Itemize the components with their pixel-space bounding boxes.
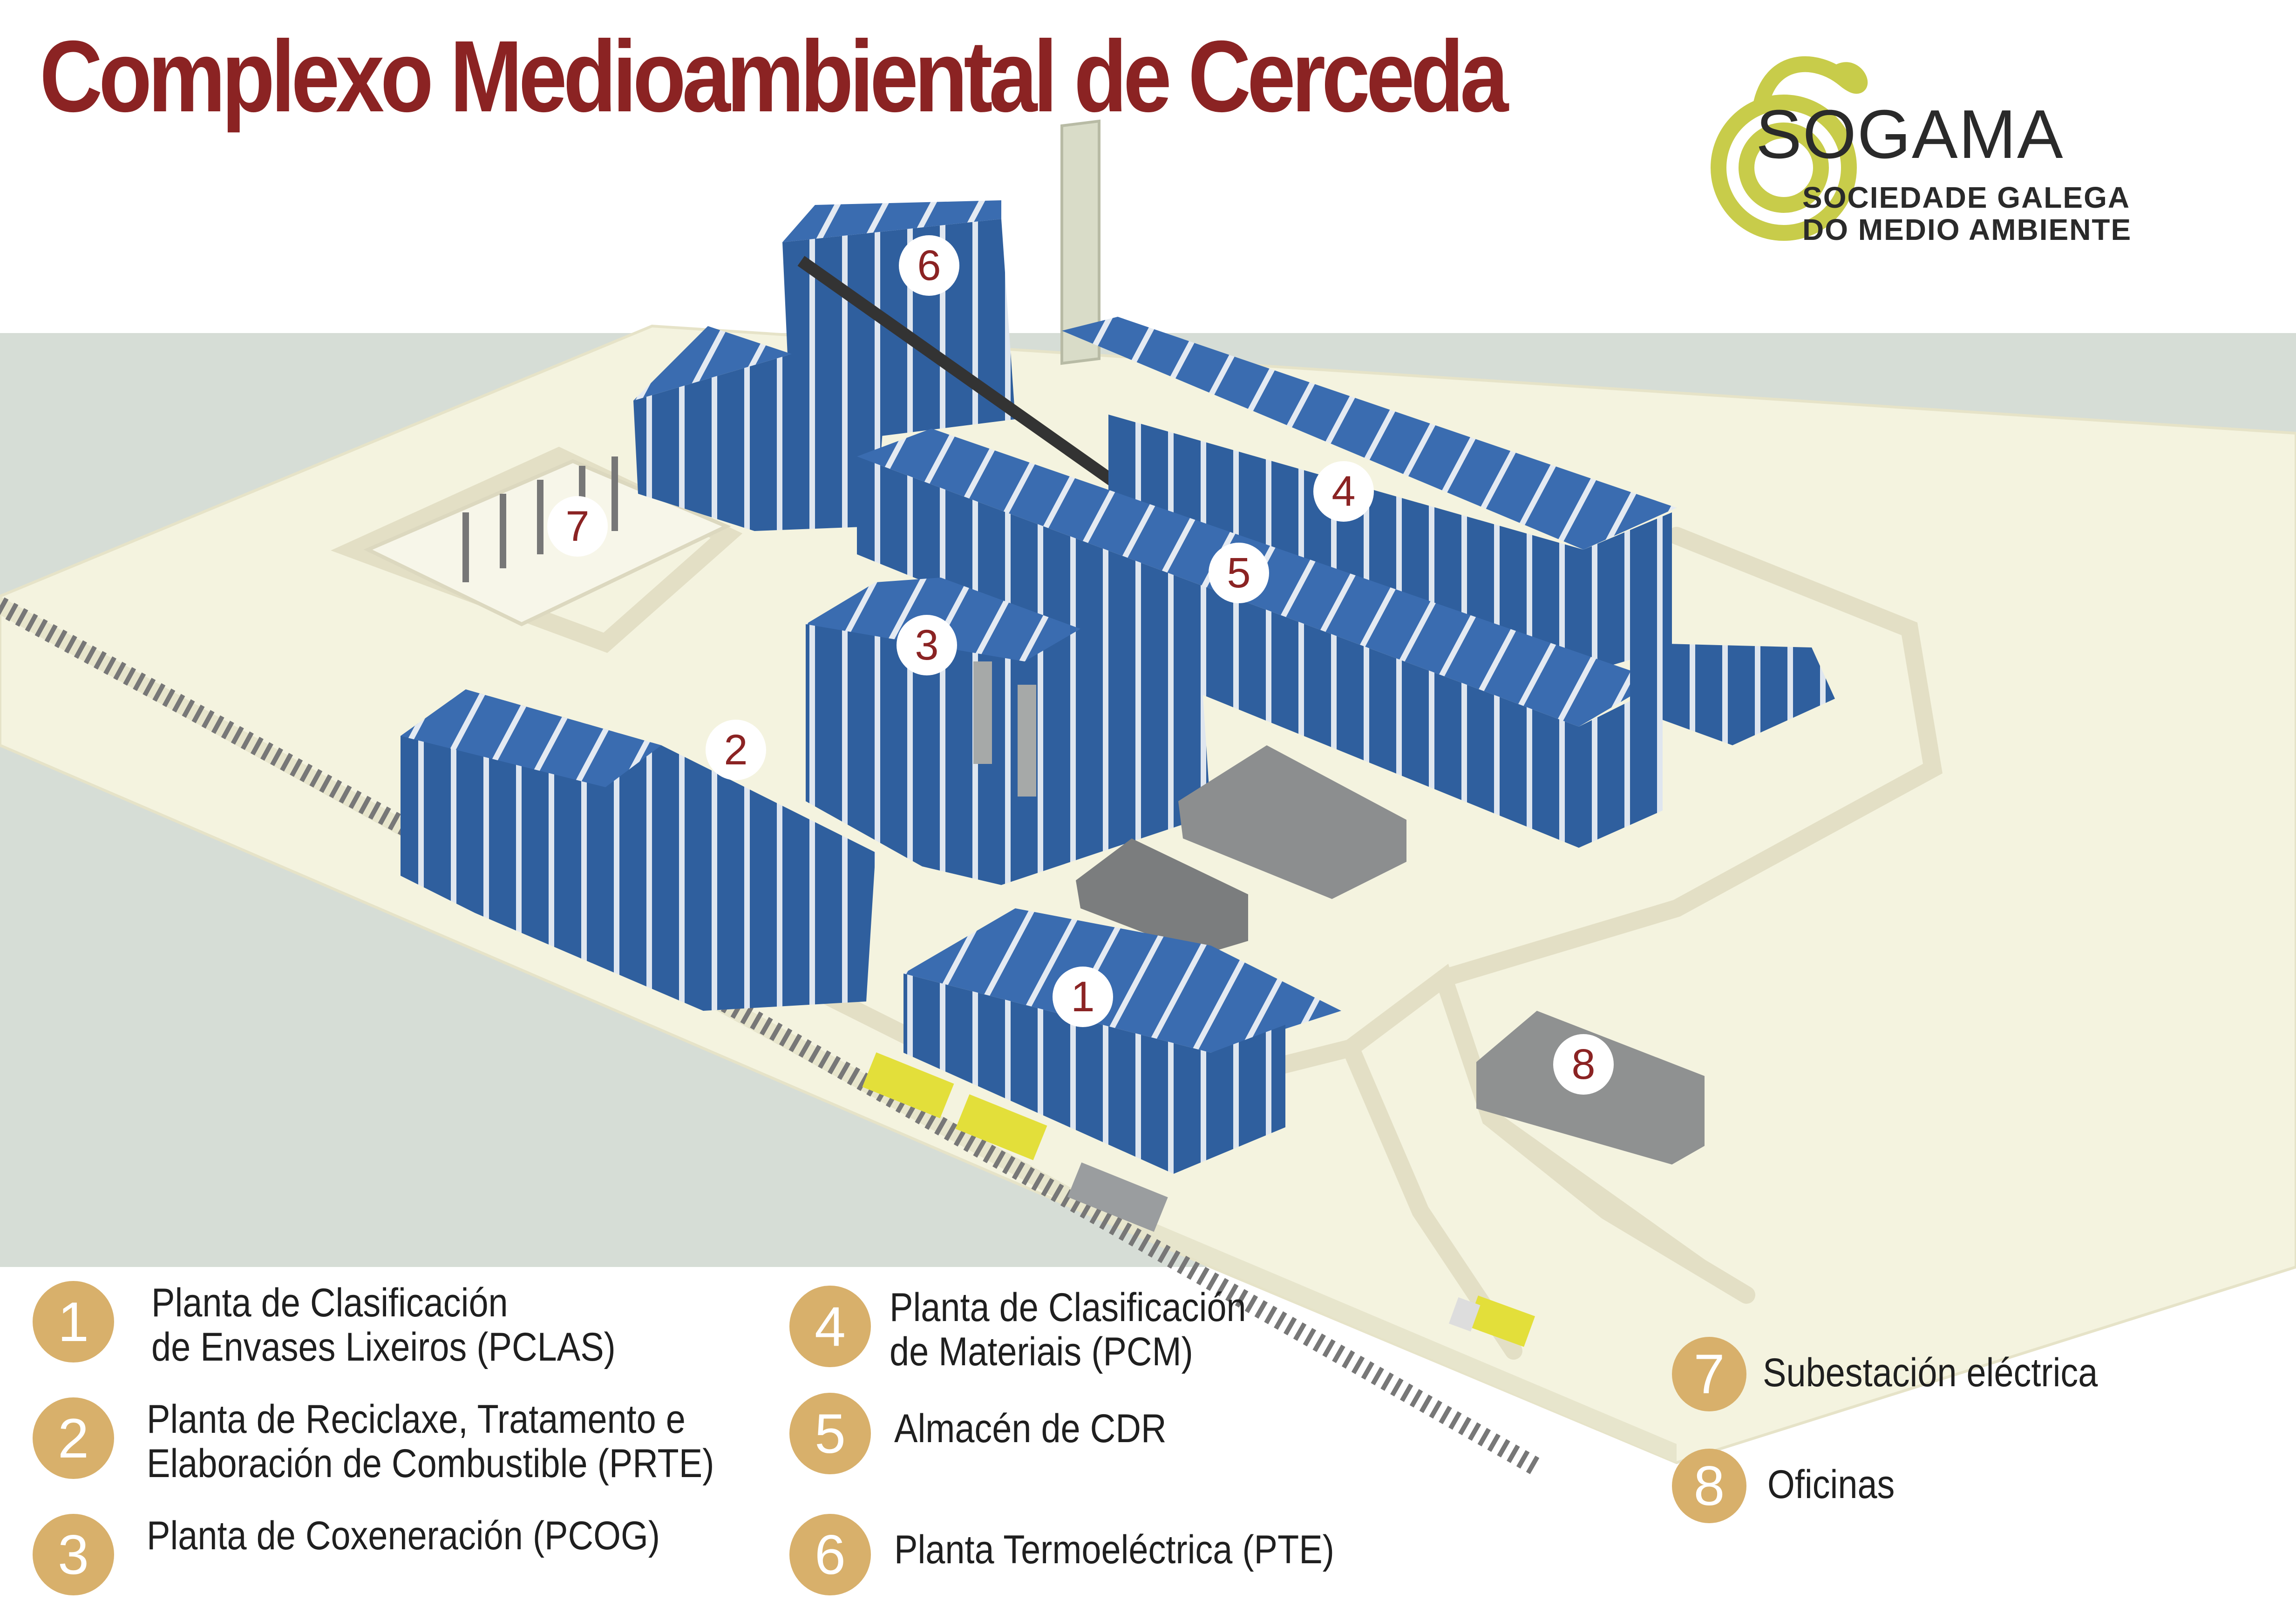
marker-label-1: 1 [1071, 973, 1094, 1021]
building-5-front [857, 456, 1663, 848]
map-marker-7: 7 [547, 496, 608, 557]
legend-text-3: Planta de Coxeneración (PCOG) [147, 1513, 660, 1558]
building-1-front [903, 974, 1285, 1174]
legend-item-1: 1 Planta de Clasificación de Envases Lix… [33, 1281, 679, 1369]
legend-text-8: Oficinas [1767, 1462, 1895, 1507]
legend-item-4: 4 Planta de Clasificación de Materiais (… [789, 1286, 1295, 1374]
building-2-roof [401, 689, 661, 787]
map-marker-1: 1 [1053, 967, 1113, 1027]
legend-text-6: Planta Termoeléctrica (PTE) [894, 1527, 1334, 1572]
building-1-roof [903, 908, 1341, 1053]
legend-badge-7: 7 [1672, 1337, 1746, 1411]
legend-text-2: Planta de Reciclaxe, Tratamento e Elabor… [147, 1397, 714, 1486]
substation-yard [363, 459, 731, 627]
map-marker-4: 4 [1313, 461, 1374, 522]
building-6-roof [782, 200, 1001, 242]
marker-label-5: 5 [1227, 549, 1250, 597]
legend-badge-2: 2 [33, 1397, 114, 1479]
logo-subtitle: SOCIEDADE GALEGA DO MEDIO AMBIENTE [1802, 181, 2132, 247]
building-6-annex [633, 354, 885, 531]
logo-subtitle-line2: DO MEDIO AMBIENTE [1802, 213, 2132, 247]
map-marker-2: 2 [706, 720, 766, 780]
legend-item-8: 8 Oficinas [1672, 1449, 1912, 1523]
legend-item-3: 3 Planta de Coxeneración (PCOG) [33, 1514, 730, 1595]
legend-badge-8: 8 [1672, 1449, 1746, 1523]
grey-building-small [1076, 838, 1248, 955]
logo-subtitle-line1: SOCIEDADE GALEGA [1802, 181, 2131, 214]
legend-item-2: 2 Planta de Reciclaxe, Tratamento e Elab… [33, 1397, 792, 1485]
map-marker-8: 8 [1553, 1034, 1614, 1095]
marker-label-8: 8 [1571, 1041, 1595, 1088]
legend-item-6: 6 Planta Termoeléctrica (PTE) [789, 1514, 1394, 1595]
sogama-logo-mark [1711, 56, 1868, 241]
conveyor-belt [797, 256, 1121, 490]
marker-label-4: 4 [1331, 468, 1355, 515]
building-3-roof [806, 578, 1080, 661]
legend-badge-4: 4 [789, 1286, 871, 1367]
legend-badge-3: 3 [33, 1514, 114, 1595]
legend-text-7: Subestación eléctrica [1763, 1350, 2098, 1395]
stack-right [1018, 685, 1036, 797]
freight-train [862, 1052, 1168, 1232]
marker-label-6: 6 [917, 242, 941, 289]
building-2 [401, 689, 876, 1011]
building-6-annex-roof [633, 326, 792, 401]
building-4-front [1108, 415, 1672, 671]
legend-text-5: Almacén de CDR [894, 1406, 1167, 1451]
map-marker-6: 6 [899, 235, 959, 296]
page-title: Complexo Medioambiental de Cerceda [40, 20, 1508, 133]
ground-edge [0, 596, 1677, 1463]
marker-label-2: 2 [724, 726, 747, 774]
legend-badge-1: 1 [33, 1281, 114, 1362]
legend-badge-6: 6 [789, 1514, 871, 1595]
legend-item-5: 5 Almacén de CDR [789, 1393, 1203, 1474]
legend-badge-5: 5 [789, 1393, 871, 1474]
map-markers: 1 2 3 4 5 6 7 8 [547, 235, 1614, 1095]
grey-warehouse [1178, 745, 1406, 899]
legend-text-4: Planta de Clasificación de Materiais (PC… [890, 1285, 1246, 1374]
legend-text-1: Planta de Clasificación de Envases Lixei… [151, 1280, 616, 1369]
stack-left [973, 661, 992, 764]
marker-label-3: 3 [915, 621, 938, 669]
building-annex-right [1630, 643, 1835, 745]
chimney [1060, 119, 1100, 365]
logo-wordmark: SOGAMA [1756, 96, 2064, 173]
marker-label-7: 7 [565, 503, 589, 550]
truck [1448, 1295, 1535, 1347]
building-4-roof [1062, 317, 1677, 550]
map-marker-3: 3 [897, 615, 957, 675]
legend-item-7: 7 Subestación eléctrica [1672, 1337, 2143, 1411]
map-marker-5: 5 [1209, 543, 1269, 603]
